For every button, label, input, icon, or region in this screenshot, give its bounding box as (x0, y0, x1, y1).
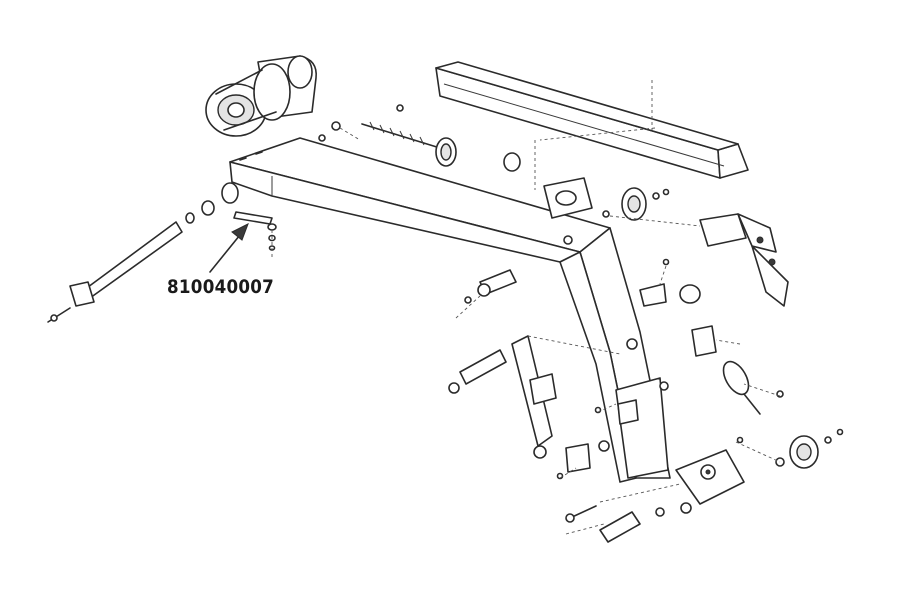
part-number-label: 810040007 (167, 276, 275, 298)
mount-block (543, 177, 593, 219)
link-arm (448, 335, 621, 459)
plates (565, 325, 717, 473)
bushings (185, 182, 239, 224)
side-bracket (639, 283, 701, 307)
bottom-pins (565, 483, 692, 543)
main-shaft (47, 221, 183, 323)
pivot-pin (455, 269, 517, 319)
pin-810040007 (233, 211, 277, 260)
winch-drum (205, 55, 317, 137)
pulley-wheel (621, 187, 670, 221)
worm-screw (361, 121, 457, 167)
callout-arrow (209, 222, 249, 273)
channel-rail (435, 61, 749, 190)
eye-bolt (722, 360, 784, 415)
lower-pulley (775, 428, 844, 469)
fasteners (318, 104, 781, 480)
latch-handle (699, 213, 789, 307)
